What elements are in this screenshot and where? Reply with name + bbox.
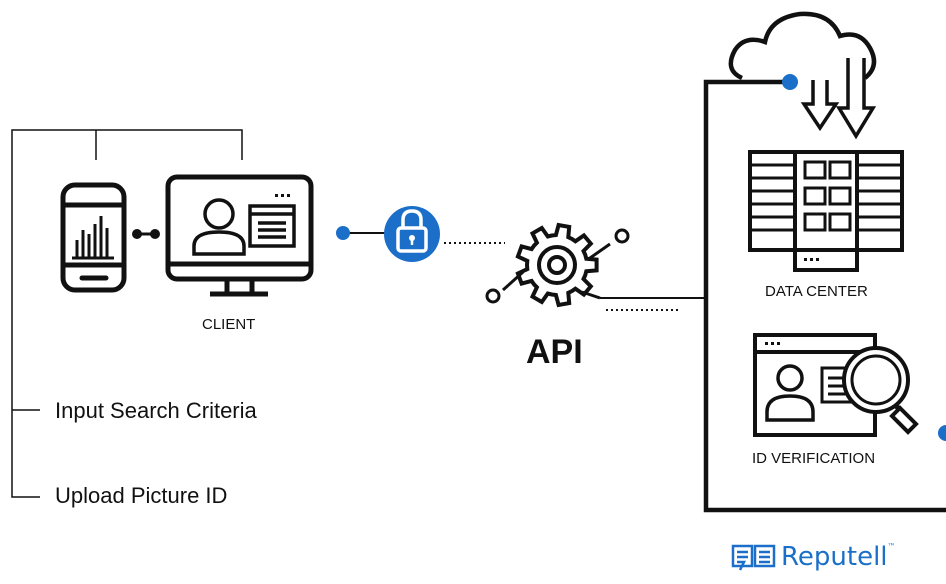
trademark-symbol: ™ (887, 542, 896, 551)
server-icon (748, 150, 904, 272)
brand-text: Reputell (781, 542, 888, 572)
data-center-label: DATA CENTER (765, 283, 868, 300)
upload-picture-id-label: Upload Picture ID (55, 483, 228, 508)
monitor-icon (165, 174, 314, 297)
bracket-tree (11, 129, 243, 498)
reputell-logo-icon (731, 544, 776, 571)
edge-dot (938, 425, 946, 441)
api-label: API (526, 333, 583, 371)
client-api-link (336, 226, 505, 244)
gear-icon (485, 222, 630, 308)
gear-outline (515, 222, 599, 308)
id-verification-label: ID VERIFICATION (752, 450, 876, 467)
download-arrows (800, 58, 877, 140)
cloud-icon (728, 11, 877, 81)
backend-frame (703, 79, 946, 513)
client-label: CLIENT (202, 316, 256, 333)
brand-name: Reputell™ (781, 542, 896, 572)
smartphone-icon (60, 182, 127, 293)
input-search-criteria-label: Input Search Criteria (55, 398, 257, 423)
magnifier-icon (842, 346, 919, 435)
cloud-connector-dot (782, 74, 798, 90)
lock-icon (384, 206, 440, 262)
device-connector (132, 229, 160, 239)
